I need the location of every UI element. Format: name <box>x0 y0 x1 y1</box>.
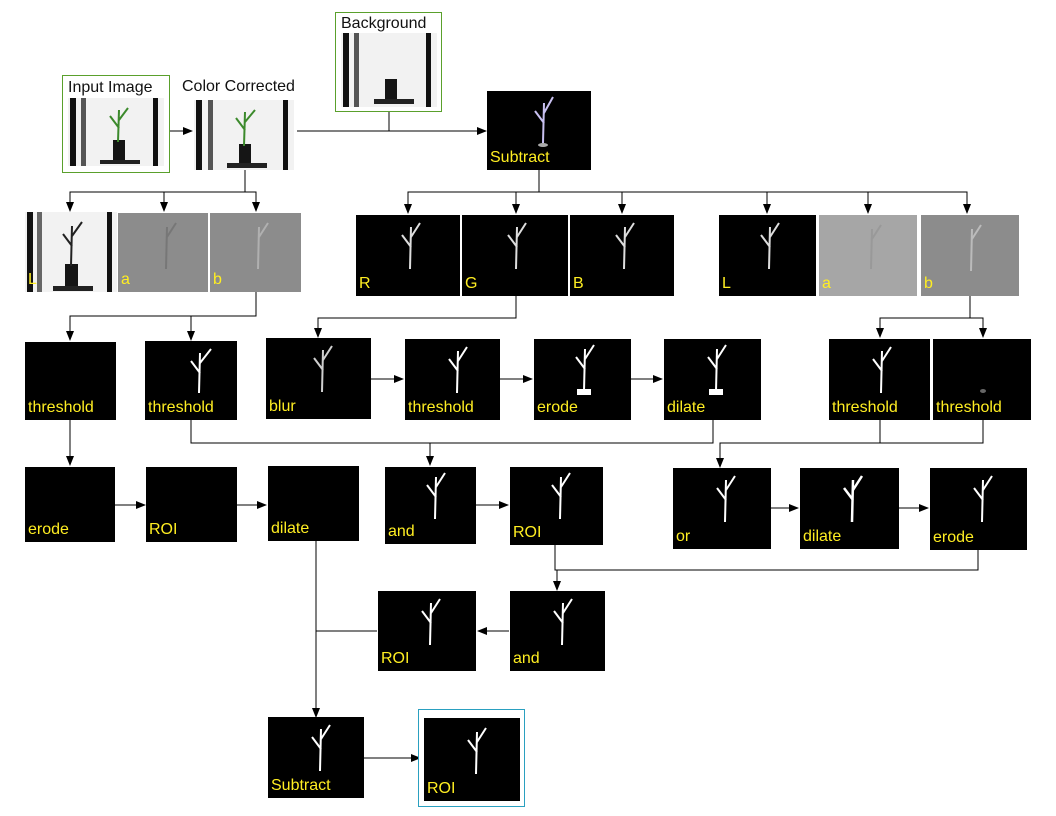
lab2-b-label: b <box>924 275 933 292</box>
threshold-b3-label: threshold <box>936 399 1002 416</box>
edge-subtract-split <box>404 170 540 214</box>
lab-b-label: b <box>213 271 222 288</box>
dilate-g-node: dilate <box>664 339 761 420</box>
edge-b-to-thresholds <box>66 292 257 341</box>
edge-dilate-to-subtract <box>315 541 377 632</box>
lab-L-node: L <box>25 212 117 292</box>
edge-erode-to-and2 <box>557 550 979 571</box>
roi-final-label: ROI <box>427 780 456 797</box>
and-2-label: and <box>513 650 540 667</box>
rgb-R-node: R <box>356 215 460 296</box>
roi-L-label: ROI <box>149 521 178 538</box>
dilate-g-label: dilate <box>667 399 706 416</box>
rgb-B-label: B <box>573 275 584 292</box>
rgb-R-label: R <box>359 275 371 292</box>
dilate-or-label: dilate <box>803 528 842 545</box>
rgb-B-node: B <box>570 215 674 296</box>
edge-G-to-blur <box>314 296 517 338</box>
roi-2-node: ROI <box>378 591 476 671</box>
background-frame: Background <box>335 12 442 112</box>
background-thumbnail <box>341 33 437 107</box>
threshold-b-node: threshold <box>145 341 237 420</box>
roi-1-label: ROI <box>513 524 542 541</box>
edge-threshold3-to-or <box>880 420 984 444</box>
and-1-node: and <box>385 467 476 544</box>
dilate-L-label: dilate <box>271 520 310 537</box>
roi-L-node: ROI <box>146 467 237 542</box>
background-caption: Background <box>341 15 427 32</box>
lab-L-label: L <box>28 271 37 288</box>
edge-corrected-to-lab <box>66 170 246 212</box>
edge-roi-to-and2 <box>553 545 561 591</box>
subtract-top-node: Subtract <box>487 91 591 170</box>
erode-g-label: erode <box>537 399 578 416</box>
dilate-L-node: dilate <box>268 466 359 541</box>
rgb-G-node: G <box>462 215 568 296</box>
edge-to-B <box>539 191 971 214</box>
threshold-b3-node: threshold <box>933 339 1031 420</box>
lab2-b-node: b <box>921 215 1019 296</box>
rgb-G-label: G <box>465 275 478 292</box>
edge-thresholdb-to-and <box>190 420 434 466</box>
lab2-L-label: L <box>722 275 731 292</box>
erode-L-label: erode <box>28 521 69 538</box>
input-image-thumbnail <box>68 98 164 166</box>
threshold-b2-label: threshold <box>832 399 898 416</box>
color-corrected-caption: Color Corrected <box>182 78 295 95</box>
blur-label: blur <box>269 398 296 415</box>
lab2-a-node: a <box>819 215 917 296</box>
threshold-L-label: threshold <box>28 399 94 416</box>
lab2-a-label: a <box>822 275 831 292</box>
threshold-blur-label: threshold <box>408 399 474 416</box>
and-2-node: and <box>510 591 605 671</box>
subtract-final-label: Subtract <box>271 777 331 794</box>
erode-or-label: erode <box>933 529 974 546</box>
lab-a-label: a <box>121 271 130 288</box>
lab-a-node: a <box>118 213 208 292</box>
threshold-b-label: threshold <box>148 399 214 416</box>
input-image-caption: Input Image <box>68 79 153 96</box>
color-corrected-thumbnail <box>194 100 294 170</box>
threshold-L-node: threshold <box>25 342 116 420</box>
or-1-label: or <box>676 528 691 545</box>
lab2-L-node: L <box>719 215 816 296</box>
edge-b2-to-thresholds <box>876 296 971 338</box>
threshold-blur-node: threshold <box>405 339 500 420</box>
roi-final-node: ROI <box>424 718 520 801</box>
erode-g-node: erode <box>534 339 631 420</box>
roi-1-node: ROI <box>510 467 603 545</box>
blur-node: blur <box>266 338 371 419</box>
or-1-node: or <box>673 468 771 549</box>
erode-or-node: erode <box>930 468 1027 550</box>
lab-b-node: b <box>210 213 301 292</box>
roi-2-label: ROI <box>381 650 410 667</box>
subtract-top-label: Subtract <box>490 149 550 166</box>
edge-to-b <box>245 191 260 212</box>
roi-final-frame: ROI <box>418 709 525 807</box>
threshold-b2-node: threshold <box>829 339 930 420</box>
edge-thresholds-to-or <box>716 420 881 468</box>
edge-dilate-to-and <box>430 420 714 444</box>
subtract-final-node: Subtract <box>268 717 364 798</box>
erode-L-node: erode <box>25 467 115 542</box>
dilate-or-node: dilate <box>800 468 899 549</box>
edge-b2-to-threshold3 <box>970 317 987 338</box>
input-image-frame: Input Image <box>62 75 170 173</box>
and-1-label: and <box>388 523 415 540</box>
